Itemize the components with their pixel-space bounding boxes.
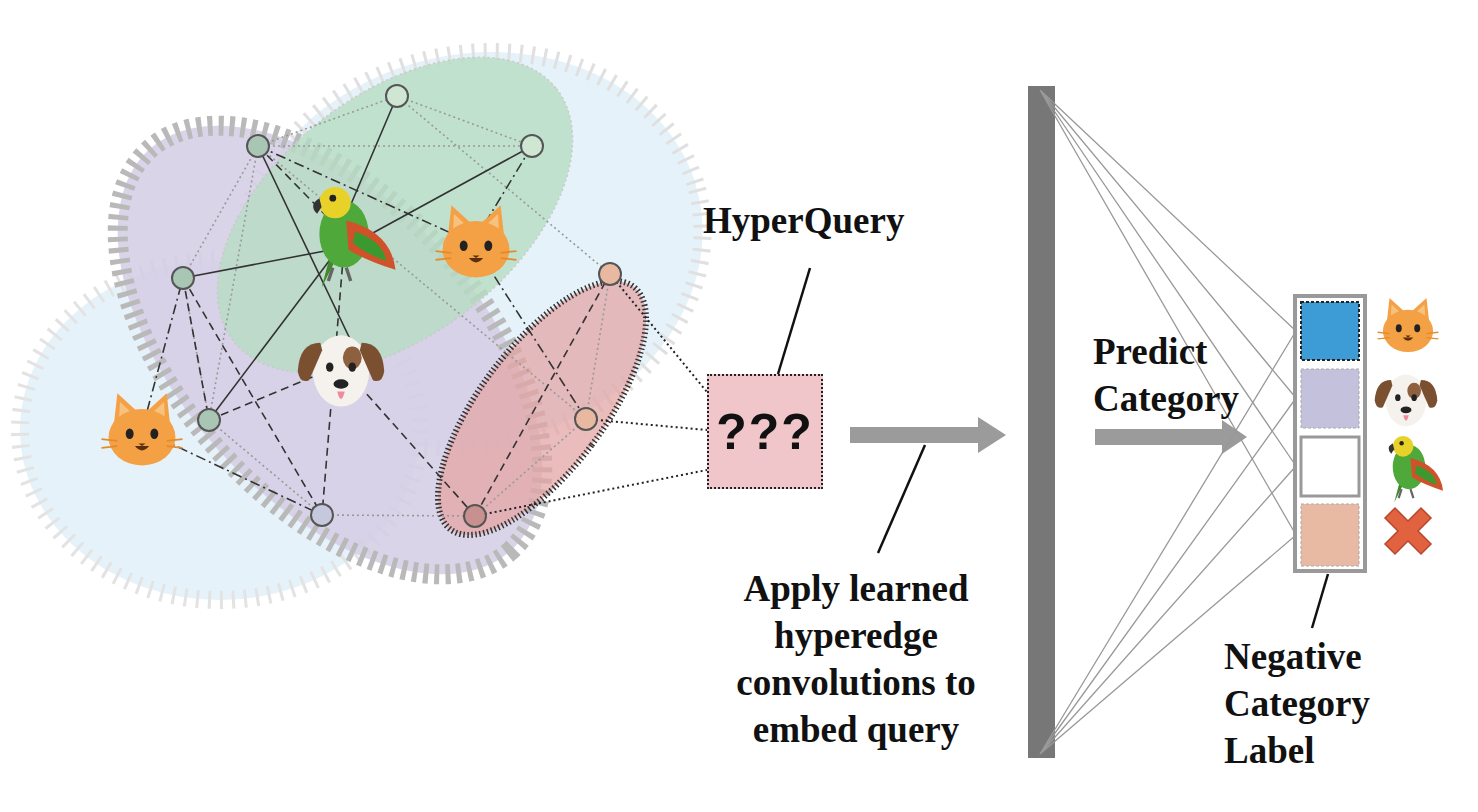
- graph-links: [183, 96, 586, 420]
- callout-label: HyperQuery: [703, 197, 933, 244]
- classifier-layer: [1295, 296, 1365, 571]
- graph-links: [142, 96, 707, 516]
- leader-lines: [778, 268, 810, 374]
- animal-icons: [102, 187, 517, 465]
- hyperedge-regions: [20, 0, 747, 651]
- classifier-layer: [1389, 436, 1443, 503]
- animal-icons: [102, 393, 183, 465]
- graph-vertices: [464, 505, 486, 527]
- graph-links: [183, 96, 610, 516]
- leader-lines: [878, 445, 925, 553]
- graph-links: [142, 146, 586, 515]
- graph-vertices: [198, 409, 220, 431]
- callout-label: Negative Category Label: [1224, 633, 1394, 774]
- classifier-layer: [1028, 86, 1055, 758]
- classifier-layer: [1378, 298, 1439, 352]
- flow-arrows: [850, 417, 1006, 453]
- leader-lines: [1312, 574, 1328, 628]
- classifier-layer: [1385, 508, 1431, 554]
- graph-vertices: [172, 267, 194, 289]
- graph-vertices: [521, 135, 543, 157]
- graph-links: [183, 146, 610, 516]
- graph-links: [475, 274, 707, 516]
- classifier-layer: [1301, 302, 1359, 360]
- graph-vertices: [311, 504, 333, 526]
- step-label: Predict Category: [1093, 328, 1263, 422]
- classifier-layer: [1301, 369, 1359, 428]
- animal-icons: [298, 335, 384, 406]
- animal-icons: [436, 205, 517, 277]
- node-text: ???: [716, 403, 814, 461]
- hyperedge-regions: [401, 249, 683, 566]
- step-description: Apply learned hyperedge convolutions to …: [722, 565, 990, 753]
- animal-icons: [313, 187, 395, 288]
- graph-vertices: [575, 408, 597, 430]
- classifier-layer: [1375, 375, 1438, 427]
- graph-vertices: [247, 135, 269, 157]
- classifier-layer: [1040, 90, 1296, 535]
- graph-vertices: [599, 263, 621, 285]
- graph-vertices: [386, 85, 408, 107]
- graph-vertices: [172, 85, 621, 527]
- classifier-layer: [1301, 504, 1359, 566]
- query-box: ???: [707, 374, 823, 489]
- graph-links: [183, 96, 532, 420]
- classifier-layer: [1301, 437, 1359, 496]
